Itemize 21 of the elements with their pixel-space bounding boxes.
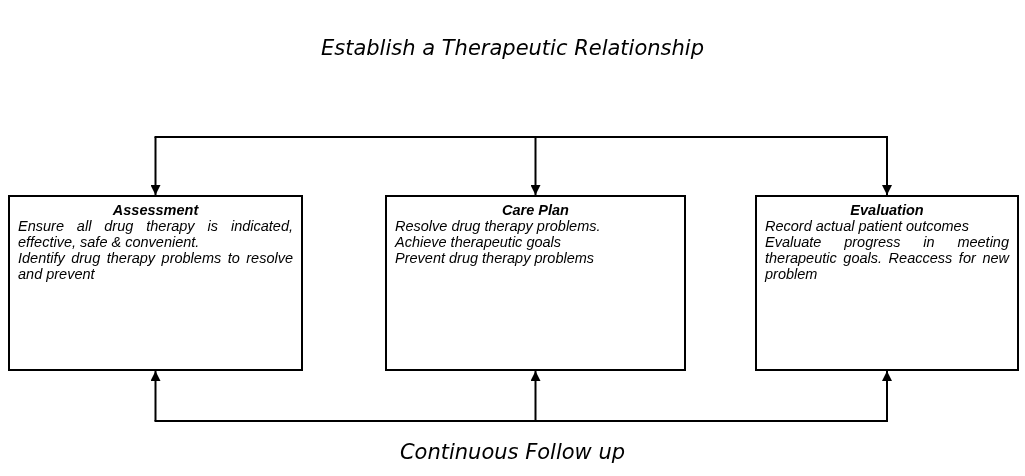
- box-text: Resolve drug therapy problems.: [395, 218, 602, 234]
- box-text: Achieve therapeutic goals: [395, 234, 563, 250]
- diagram-caption: Continuous Follow up: [398, 440, 627, 464]
- box-heading: Care Plan: [501, 202, 570, 218]
- box-heading: Evaluation: [849, 202, 925, 218]
- process-box: [755, 195, 1019, 371]
- box-text: Prevent drug therapy problems: [395, 250, 596, 266]
- box-text: Evaluate progress in meeting therapeutic goals. Reaccess for new problem: [765, 234, 1009, 282]
- diagram-title: Establish a Therapeutic Relationship: [319, 36, 705, 60]
- process-box: [385, 195, 686, 371]
- box-heading: Assessment: [111, 202, 200, 218]
- arrow: [150, 136, 161, 196]
- arrow: [882, 370, 892, 422]
- box-text: Identify drug therapy problems to resolve and prevent: [18, 250, 293, 282]
- box-text: Record actual patient outcomes: [765, 218, 970, 234]
- arrow: [530, 136, 541, 196]
- arrow: [882, 136, 892, 196]
- arrow: [150, 370, 161, 422]
- arrow: [530, 370, 541, 422]
- process-box: [8, 195, 303, 371]
- box-text: Ensure all drug therapy is indicated, effective, safe & convenient.: [18, 218, 293, 250]
